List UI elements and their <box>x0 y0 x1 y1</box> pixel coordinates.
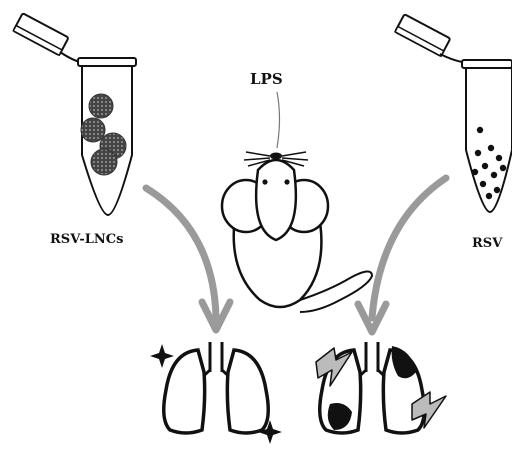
healthy-lung-icon <box>164 342 269 433</box>
mouse-icon <box>222 92 372 312</box>
right-tube-icon <box>395 14 512 212</box>
label-rsv-lncs: RSV-LNCs <box>50 232 123 247</box>
label-lps: LPS <box>250 70 283 88</box>
left-tube-icon <box>13 13 136 215</box>
label-rsv: RSV <box>472 236 502 251</box>
arrow-right-icon <box>358 178 446 332</box>
arrow-left-icon <box>146 188 230 330</box>
